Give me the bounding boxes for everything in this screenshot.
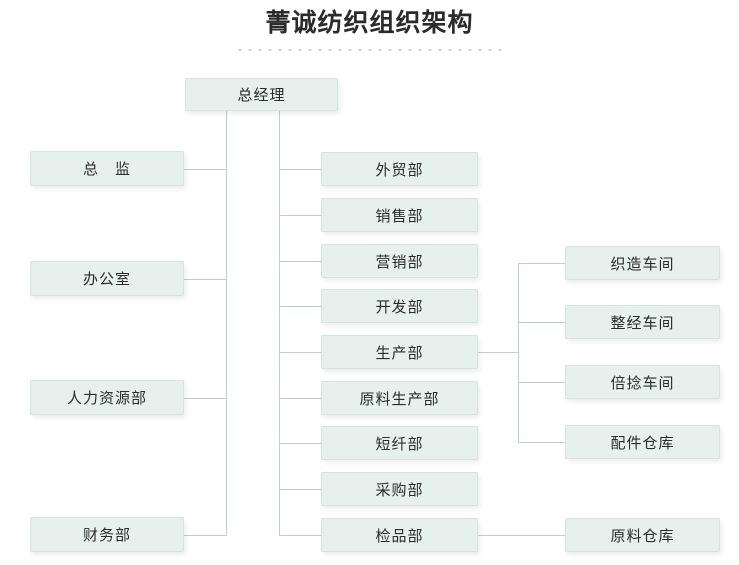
connector-middle-4 — [279, 306, 321, 307]
connector-right-trunk — [279, 111, 280, 536]
connector-left-3 — [184, 398, 227, 399]
node-twisting-workshop[interactable]: 倍捻车间 — [565, 365, 720, 399]
node-director[interactable]: 总 监 — [30, 151, 184, 186]
connector-middle-7 — [279, 443, 321, 444]
node-office[interactable]: 办公室 — [30, 261, 184, 296]
connector-production-trunk — [518, 263, 519, 443]
node-human-resources[interactable]: 人力资源部 — [30, 380, 184, 415]
connector-middle-9 — [279, 535, 321, 536]
node-weaving-workshop[interactable]: 织造车间 — [565, 246, 720, 280]
node-production[interactable]: 生产部 — [321, 335, 478, 369]
connector-middle-1 — [279, 169, 321, 170]
connector-middle-3 — [279, 261, 321, 262]
connector-middle-5 — [279, 352, 321, 353]
node-raw-material-production[interactable]: 原料生产部 — [321, 381, 478, 415]
title-dot-divider — [234, 47, 505, 53]
node-short-fiber[interactable]: 短纤部 — [321, 426, 478, 460]
node-development[interactable]: 开发部 — [321, 289, 478, 323]
page-title: 菁诚纺织组织架构 — [265, 8, 474, 37]
connector-right-4 — [518, 442, 565, 443]
node-marketing[interactable]: 营销部 — [321, 244, 478, 278]
node-warping-workshop[interactable]: 整经车间 — [565, 305, 720, 339]
connector-right-3 — [518, 382, 565, 383]
node-general-manager[interactable]: 总经理 — [185, 78, 338, 111]
node-inspection[interactable]: 检品部 — [321, 518, 478, 552]
title-block: 菁诚纺织组织架构 — [0, 6, 739, 53]
node-sales[interactable]: 销售部 — [321, 198, 478, 232]
connector-left-2 — [184, 279, 227, 280]
connector-right-1 — [518, 263, 565, 264]
connector-middle-6 — [279, 398, 321, 399]
node-finance[interactable]: 财务部 — [30, 517, 184, 552]
node-foreign-trade[interactable]: 外贸部 — [321, 152, 478, 186]
connector-inspection-to-warehouse — [478, 535, 565, 536]
connector-left-1 — [184, 169, 227, 170]
node-purchasing[interactable]: 采购部 — [321, 472, 478, 506]
connector-left-4 — [184, 535, 227, 536]
connector-middle-8 — [279, 489, 321, 490]
node-parts-warehouse[interactable]: 配件仓库 — [565, 425, 720, 459]
node-raw-material-warehouse[interactable]: 原料仓库 — [565, 518, 720, 552]
connector-production-stem — [478, 352, 519, 353]
connector-right-2 — [518, 322, 565, 323]
connector-left-trunk — [226, 111, 227, 536]
connector-middle-2 — [279, 215, 321, 216]
